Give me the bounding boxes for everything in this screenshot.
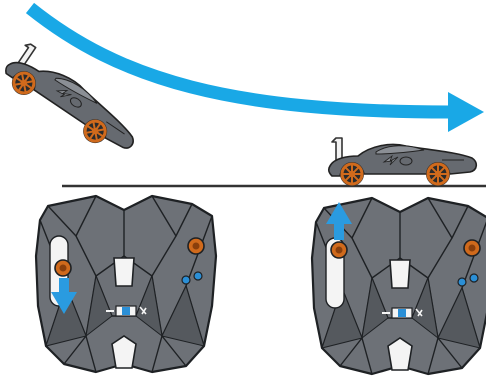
arrow-up-icon <box>326 202 352 240</box>
trajectory-arrowhead-icon <box>448 92 484 132</box>
trajectory-arrow <box>25 2 451 119</box>
arrow-down-icon <box>51 278 77 314</box>
remote-control-right <box>310 196 486 376</box>
remote-control-left <box>34 194 218 374</box>
car-level-icon <box>329 138 477 186</box>
